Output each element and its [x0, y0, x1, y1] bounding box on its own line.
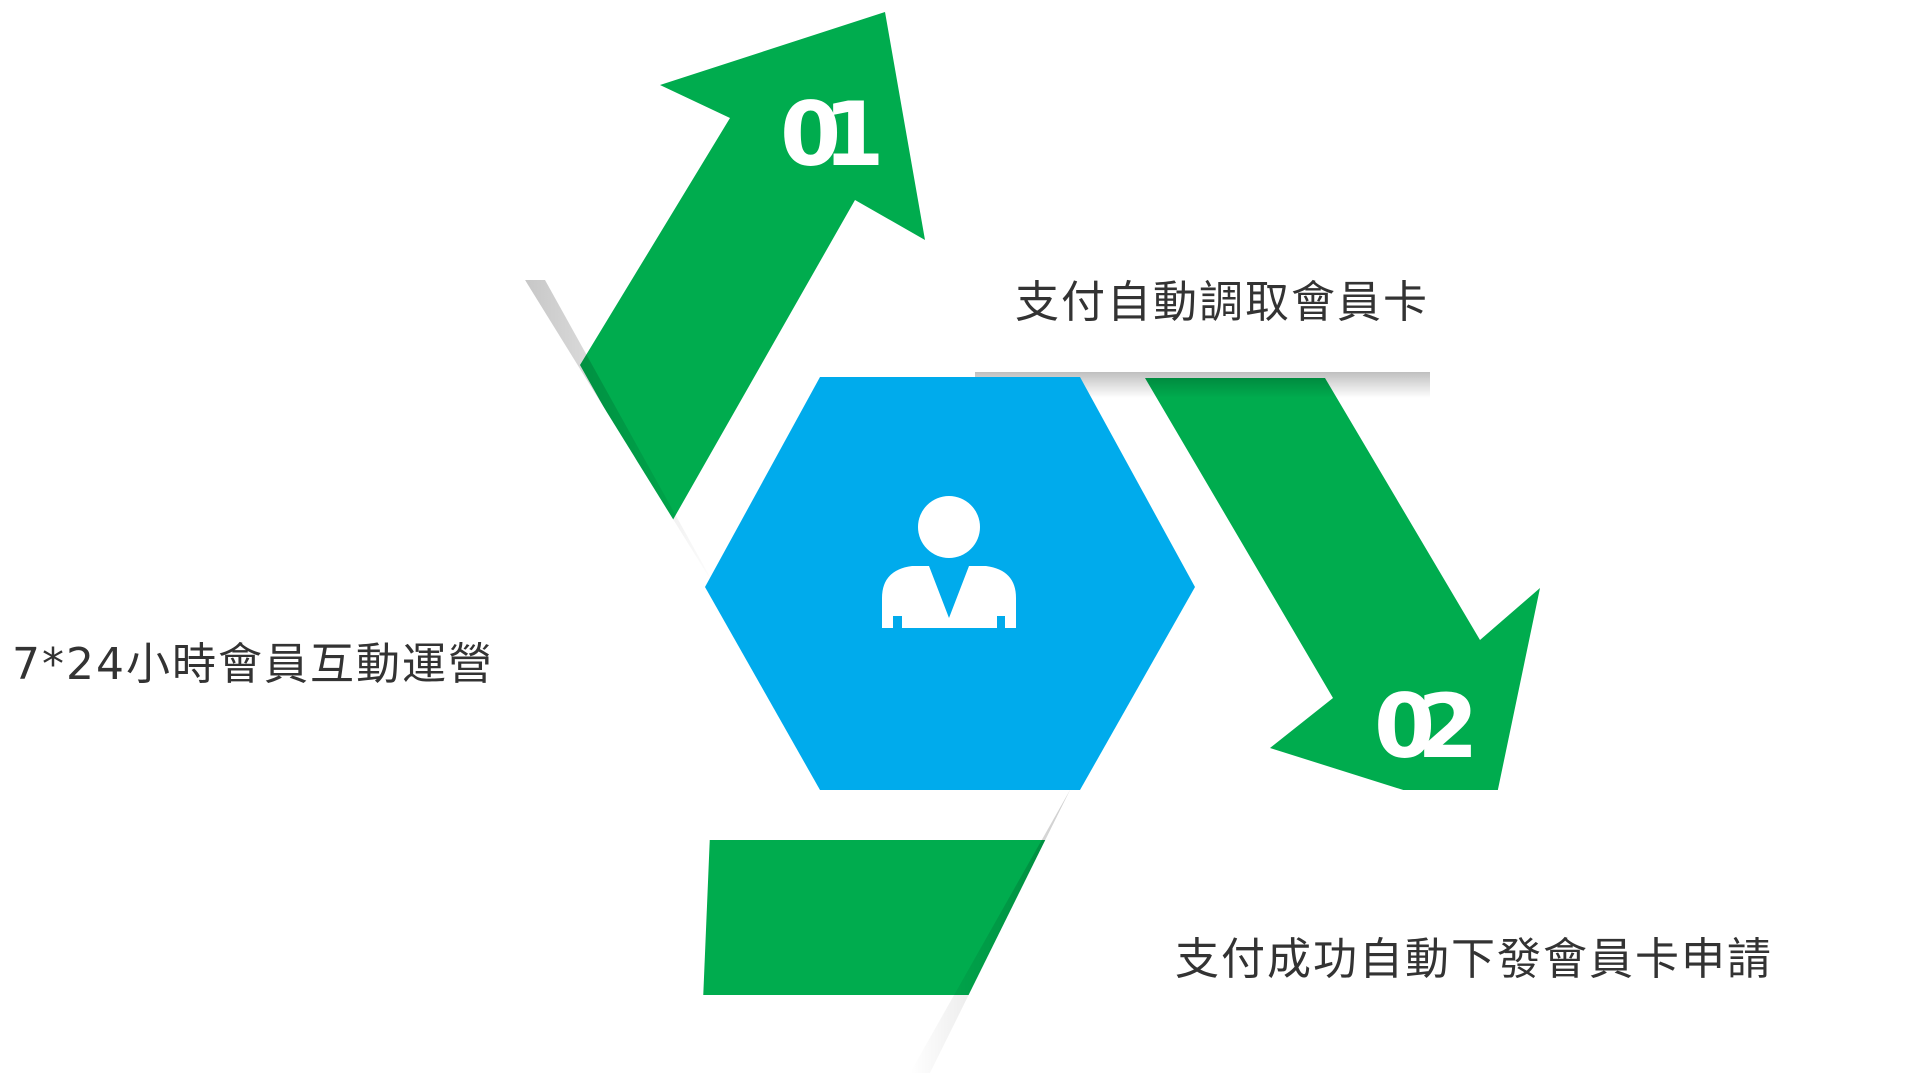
- center-hexagon: [705, 377, 1195, 790]
- step-caption-01: 支付自動調取會員卡: [1015, 277, 1429, 328]
- fold-shadow-top: [975, 372, 1430, 398]
- step-number-03: 03: [530, 880, 628, 983]
- arrow-01: [580, 12, 925, 525]
- paper-sheet-bottom: [930, 790, 1913, 1073]
- paper-sheet-left: [0, 190, 720, 1073]
- person-icon: [882, 496, 1016, 628]
- step-caption-03: 7*24小時會員互動運營: [12, 639, 494, 690]
- paper-sheet-top: [960, 200, 1913, 372]
- arrow-02: [1145, 378, 1540, 818]
- step-number-01: 01: [780, 83, 879, 186]
- step-caption-02: 支付成功自動下發會員卡申請: [1175, 934, 1773, 985]
- step-number-02: 02: [1374, 675, 1471, 778]
